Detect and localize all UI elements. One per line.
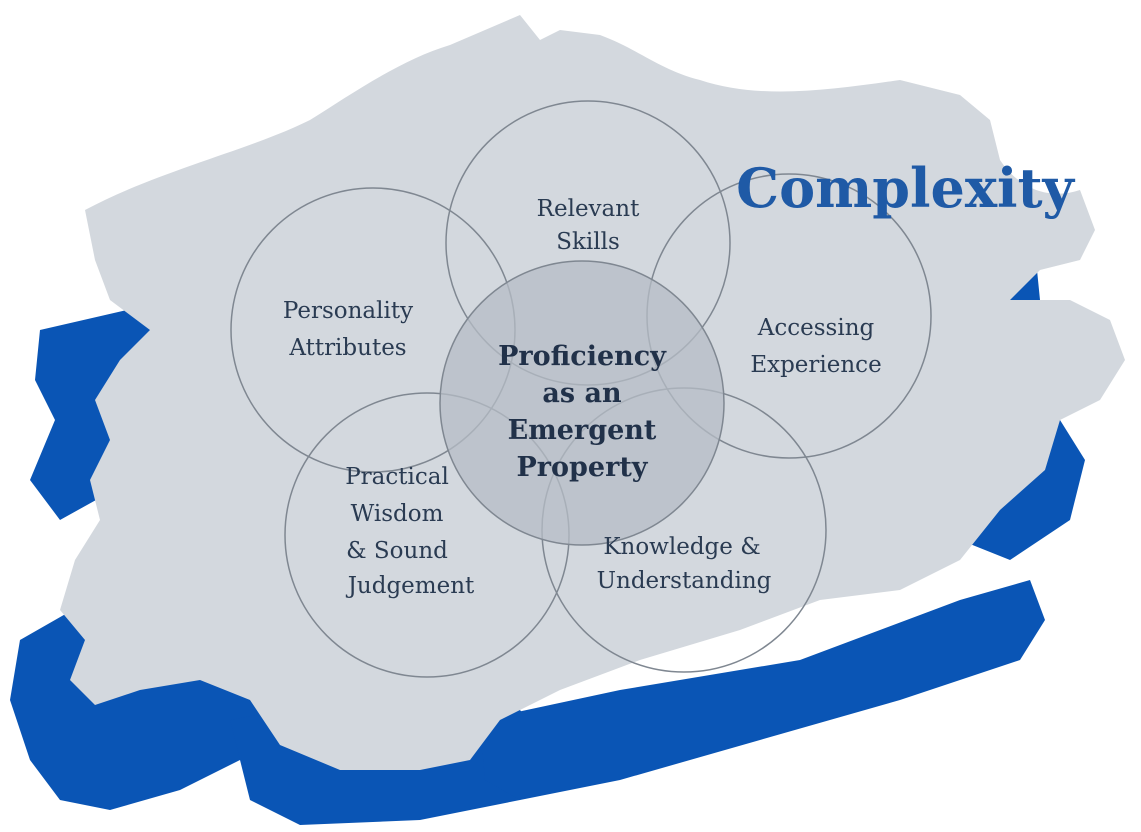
label-accessing-experience-line-2: Experience xyxy=(750,352,881,378)
label-relevant-skills-line-1: Relevant xyxy=(537,196,640,222)
center-label-line-1: Proficiency xyxy=(498,341,667,372)
label-practical-wisdom-line-4: Judgement xyxy=(346,573,475,599)
blue-brush-bottom-right xyxy=(480,580,1045,800)
circle-labels: Relevant Skills Personality Attributes A… xyxy=(283,196,882,599)
center-label: Proficiency as an Emergent Property xyxy=(498,341,667,483)
circle-center-proficiency xyxy=(439,260,725,546)
label-knowledge-understanding-line-2: Understanding xyxy=(597,568,772,594)
diagram-title: Complexity xyxy=(736,156,1075,220)
label-practical-wisdom-line-1: Practical xyxy=(345,464,449,490)
center-label-line-3: Emergent xyxy=(508,415,657,446)
label-relevant-skills-line-2: Skills xyxy=(556,229,620,255)
center-label-line-4: Property xyxy=(517,452,649,483)
center-label-line-2: as an xyxy=(542,378,622,409)
label-knowledge-understanding-line-1: Knowledge & xyxy=(603,534,760,560)
label-personality-attributes-line-1: Personality xyxy=(283,298,413,324)
label-accessing-experience-line-1: Accessing xyxy=(757,315,875,341)
label-practical-wisdom-line-3: & Sound xyxy=(346,538,448,564)
label-practical-wisdom-line-2: Wisdom xyxy=(351,501,444,527)
label-personality-attributes-line-2: Attributes xyxy=(288,335,406,361)
